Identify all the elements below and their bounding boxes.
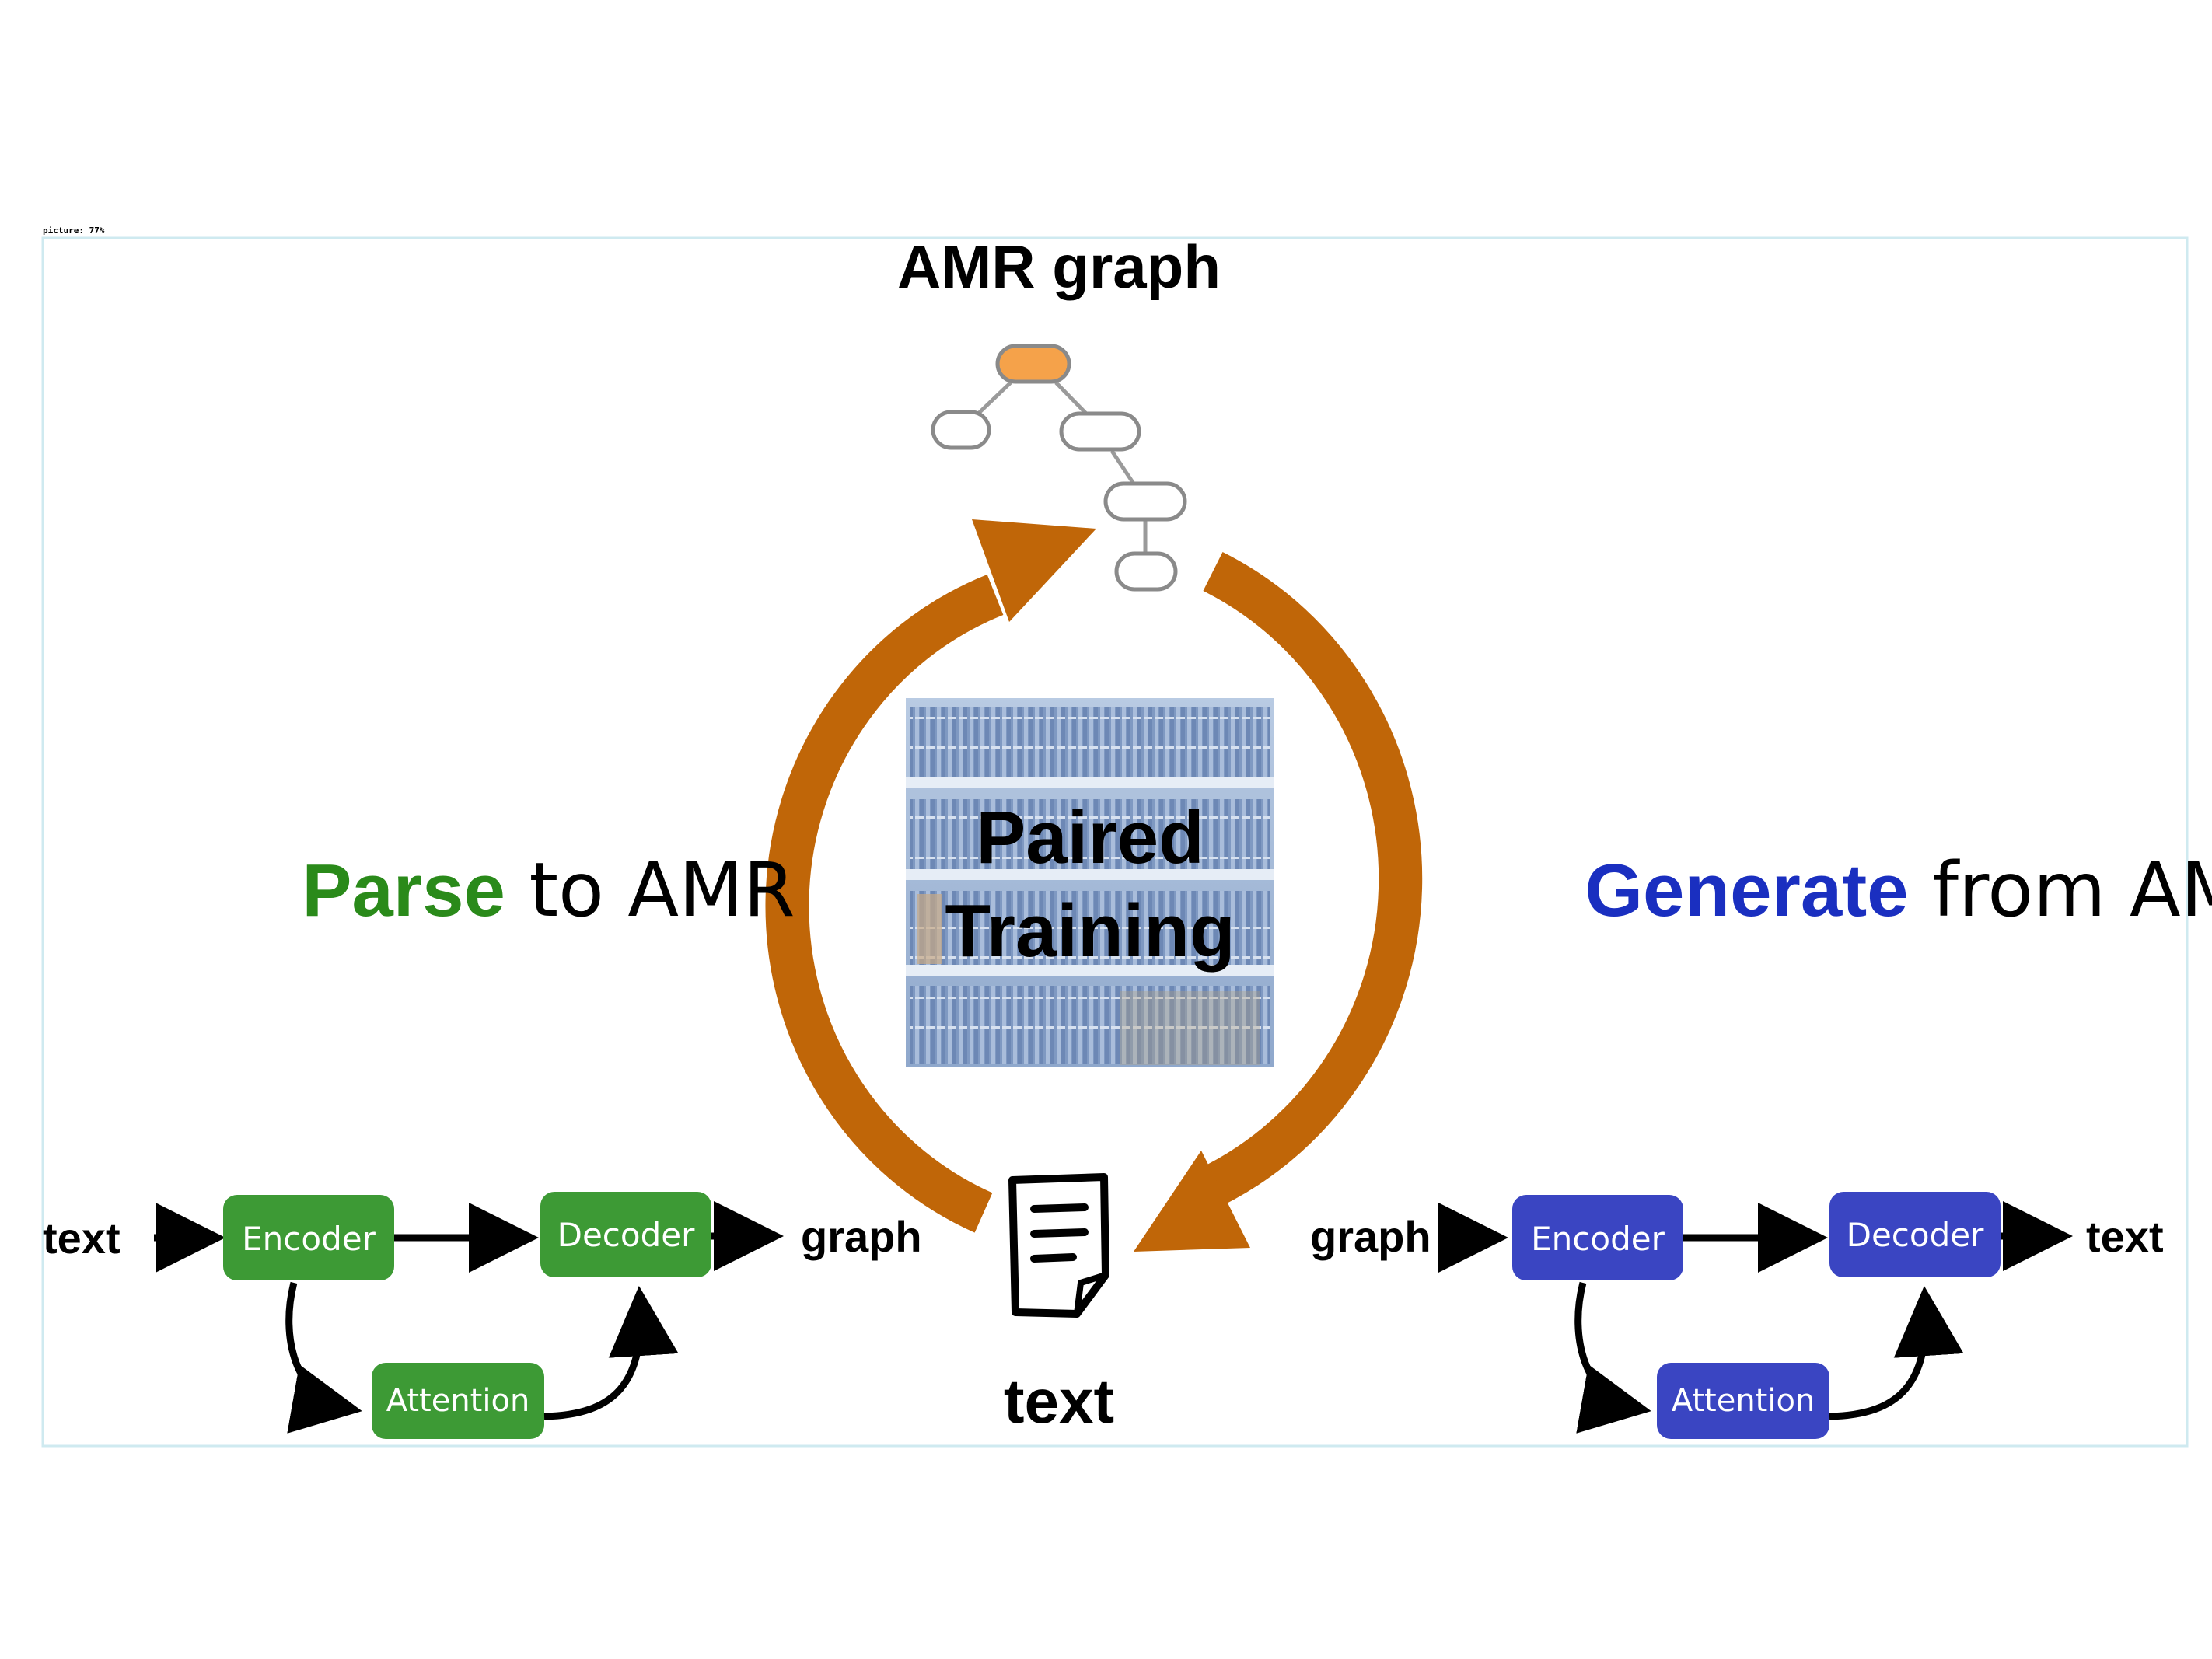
parse-encoder-box [223, 1195, 394, 1280]
amr-node [1103, 481, 1187, 522]
parse-input-label: text [43, 1214, 121, 1263]
cycle-arrowhead-bottom [1134, 1151, 1250, 1252]
paired-training-label-line2: Training [945, 889, 1235, 973]
bookshelf-image [906, 698, 1274, 1067]
cycle-arrows [765, 519, 1423, 1252]
amr-graph-icon [931, 344, 1187, 592]
generate-attention-label: Attention [1672, 1383, 1815, 1419]
cycle-arrowhead-top [972, 519, 1096, 622]
amr-root-node [995, 344, 1071, 384]
picture-frame: picture: 77% [41, 225, 2189, 1448]
parse-encoder-label: Encoder [242, 1220, 376, 1258]
parse-rest: to AMR [505, 847, 795, 934]
cycle-arrow-left [765, 575, 1004, 1233]
generate-input-label: graph [1310, 1212, 1431, 1261]
amr-graph-title: AMR graph [897, 232, 1221, 301]
frame-tag: picture: 77% [43, 225, 105, 236]
amr-node [1059, 411, 1141, 452]
amr-node [1114, 551, 1178, 592]
parse-attention-label: Attention [386, 1383, 530, 1419]
generate-encoder-box [1512, 1195, 1683, 1280]
parse-output-label: graph [801, 1212, 922, 1261]
paired-training-label-line1: Paired [976, 796, 1204, 879]
generate-pipeline: graph Encoder Decoder text Attention [1310, 1192, 2164, 1439]
generate-rest: from AMR [1909, 847, 2212, 934]
document-text-label: text [1004, 1367, 1114, 1436]
parse-keyword: Parse [302, 849, 505, 932]
cycle-arrow-right [1188, 551, 1423, 1214]
generate-heading: Generate from AMR [1481, 847, 2212, 934]
parse-decoder-box [540, 1192, 711, 1277]
generate-decoder-label: Decoder [1847, 1216, 1984, 1254]
document-icon [1008, 1173, 1109, 1318]
generate-output-label: text [2086, 1212, 2164, 1261]
generate-attention-box [1657, 1363, 1829, 1439]
parse-pipeline: text Encoder Decoder graph Attention [43, 1192, 922, 1439]
parse-decoder-label: Decoder [557, 1216, 695, 1254]
parse-heading: Parse to AMR [198, 847, 858, 934]
parse-attention-box [372, 1363, 544, 1439]
generate-keyword: Generate [1585, 849, 1908, 932]
generate-decoder-box [1829, 1192, 2001, 1277]
amr-node [931, 410, 991, 450]
generate-encoder-label: Encoder [1531, 1220, 1665, 1258]
